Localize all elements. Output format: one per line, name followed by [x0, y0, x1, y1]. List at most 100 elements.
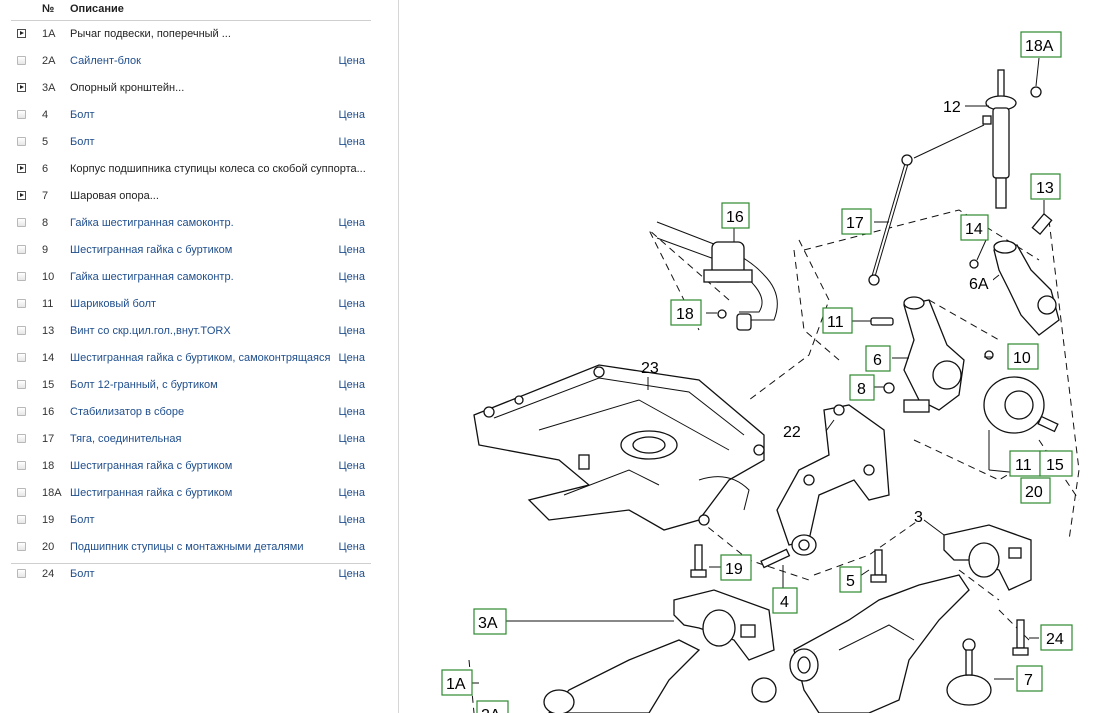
part-description-link[interactable]: Тяга, соединительная — [70, 433, 182, 445]
part-description[interactable]: Корпус подшипника ступицы колеса со скоб… — [70, 163, 366, 175]
part-description-link[interactable]: Болт 12-гранный, с буртиком — [70, 379, 218, 391]
price-link[interactable]: Цена — [338, 271, 365, 283]
callout-11-bottom[interactable]: 11 — [1009, 450, 1041, 477]
price-link[interactable]: Цена — [338, 568, 365, 580]
part-description-link[interactable]: Шестигранная гайка с буртиком — [70, 460, 233, 472]
callout-2a[interactable]: 2A — [476, 700, 509, 713]
part-description-link[interactable]: Болт — [70, 109, 95, 121]
price-link[interactable]: Цена — [338, 217, 365, 229]
callout-3a[interactable]: 3A — [473, 608, 507, 635]
callout-18a[interactable]: 18A — [1020, 31, 1062, 58]
price-link[interactable]: Цена — [338, 541, 365, 553]
callout-4[interactable]: 4 — [772, 587, 798, 614]
expand-toggle-icon[interactable] — [17, 29, 26, 38]
part-description-link[interactable]: Стабилизатор в сборе — [70, 406, 185, 418]
row-checkbox[interactable] — [17, 110, 26, 119]
part-description-link[interactable]: Шестигранная гайка с буртиком — [70, 487, 233, 499]
row-checkbox[interactable] — [17, 515, 26, 524]
expand-toggle-icon[interactable] — [17, 164, 26, 173]
price-link[interactable]: Цена — [338, 514, 365, 526]
callout-5[interactable]: 5 — [839, 566, 862, 593]
row-checkbox[interactable] — [17, 353, 26, 362]
callout-19[interactable]: 19 — [720, 554, 752, 581]
callout-1a[interactable]: 1A — [441, 669, 473, 696]
row-checkbox[interactable] — [17, 272, 26, 281]
callout-6[interactable]: 6 — [865, 345, 891, 372]
callout-14[interactable]: 14 — [960, 214, 989, 241]
part-description[interactable]: Рычаг подвески, поперечный ... — [70, 28, 231, 40]
part-description-link[interactable]: Винт со скр.цил.гол.,внут.TORX — [70, 325, 231, 337]
price-link[interactable]: Цена — [338, 55, 365, 67]
row-checkbox[interactable] — [17, 488, 26, 497]
expand-toggle-icon[interactable] — [17, 191, 26, 200]
price-link[interactable]: Цена — [338, 433, 365, 445]
callout-17[interactable]: 17 — [841, 208, 872, 235]
part-description-link[interactable]: Шестигранная гайка с буртиком — [70, 244, 233, 256]
row-checkbox[interactable] — [17, 218, 26, 227]
callout-7[interactable]: 7 — [1016, 665, 1043, 692]
callout-15[interactable]: 15 — [1039, 450, 1073, 477]
row-checkbox[interactable] — [17, 380, 26, 389]
panel-splitter[interactable] — [398, 0, 399, 713]
price-link[interactable]: Цена — [338, 109, 365, 121]
part-description[interactable]: Шаровая опора... — [70, 190, 159, 202]
part-description-link[interactable]: Сайлент-блок — [70, 55, 141, 67]
callout-16[interactable]: 16 — [721, 202, 750, 229]
price-link[interactable]: Цена — [338, 298, 365, 310]
part-description[interactable]: Опорный кронштейн... — [70, 82, 185, 94]
part-description-link[interactable]: Гайка шестигранная самоконтр. — [70, 271, 234, 283]
callout-8[interactable]: 8 — [849, 374, 875, 401]
row-checkbox[interactable] — [17, 56, 26, 65]
row-checkbox[interactable] — [17, 299, 26, 308]
row-checkbox[interactable] — [17, 542, 26, 551]
callout-18[interactable]: 18 — [670, 299, 702, 326]
part-description-link[interactable]: Болт — [70, 568, 95, 580]
row-checkbox[interactable] — [17, 569, 26, 578]
price-link[interactable]: Цена — [338, 460, 365, 472]
row-checkbox[interactable] — [17, 461, 26, 470]
price-link[interactable]: Цена — [338, 136, 365, 148]
callout-24[interactable]: 24 — [1040, 624, 1073, 651]
callout-20[interactable]: 20 — [1020, 477, 1051, 504]
row-checkbox[interactable] — [17, 137, 26, 146]
price-link[interactable]: Цена — [338, 352, 365, 364]
price-link[interactable]: Цена — [338, 379, 365, 391]
expand-toggle-icon[interactable] — [17, 83, 26, 92]
callout-10[interactable]: 10 — [1007, 343, 1039, 370]
part-description-link[interactable]: Подшипник ступицы с монтажными деталями — [70, 541, 304, 553]
price-link[interactable]: Цена — [338, 244, 365, 256]
part-description-link[interactable]: Гайка шестигранная самоконтр. — [70, 217, 234, 229]
row-checkbox[interactable] — [17, 434, 26, 443]
callout-13[interactable]: 13 — [1030, 173, 1061, 200]
price-link[interactable]: Цена — [338, 406, 365, 418]
price-link[interactable]: Цена — [338, 325, 365, 337]
part-description-link[interactable]: Болт — [70, 136, 95, 148]
callout-11-top[interactable]: 11 — [822, 307, 853, 334]
row-checkbox[interactable] — [17, 245, 26, 254]
part-description-link[interactable]: Шариковый болт — [70, 298, 157, 310]
row-checkbox[interactable] — [17, 326, 26, 335]
part-description-link[interactable]: Болт — [70, 514, 95, 526]
row-checkbox[interactable] — [17, 407, 26, 416]
price-link[interactable]: Цена — [338, 487, 365, 499]
